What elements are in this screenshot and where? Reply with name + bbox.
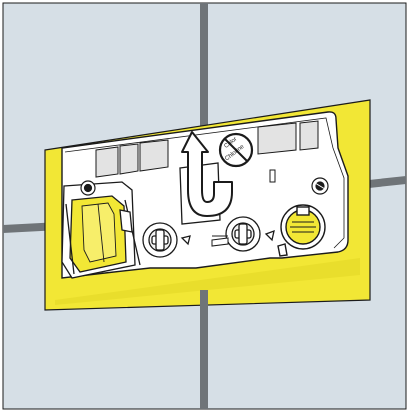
panel-tab [269,169,276,183]
grout-lower [200,290,208,409]
screw-icon [80,180,96,196]
screw-icon [311,177,329,195]
middle-knob-icon [212,216,275,252]
no-chlorine-sign-icon [218,132,254,168]
left-knob-icon [142,222,191,258]
bottom-slot [211,237,229,247]
panel-windows [95,120,319,178]
filter-cartridge-icon [61,181,141,279]
rotate-arrow-icon [181,131,233,217]
yellow-dial-icon [277,204,326,257]
